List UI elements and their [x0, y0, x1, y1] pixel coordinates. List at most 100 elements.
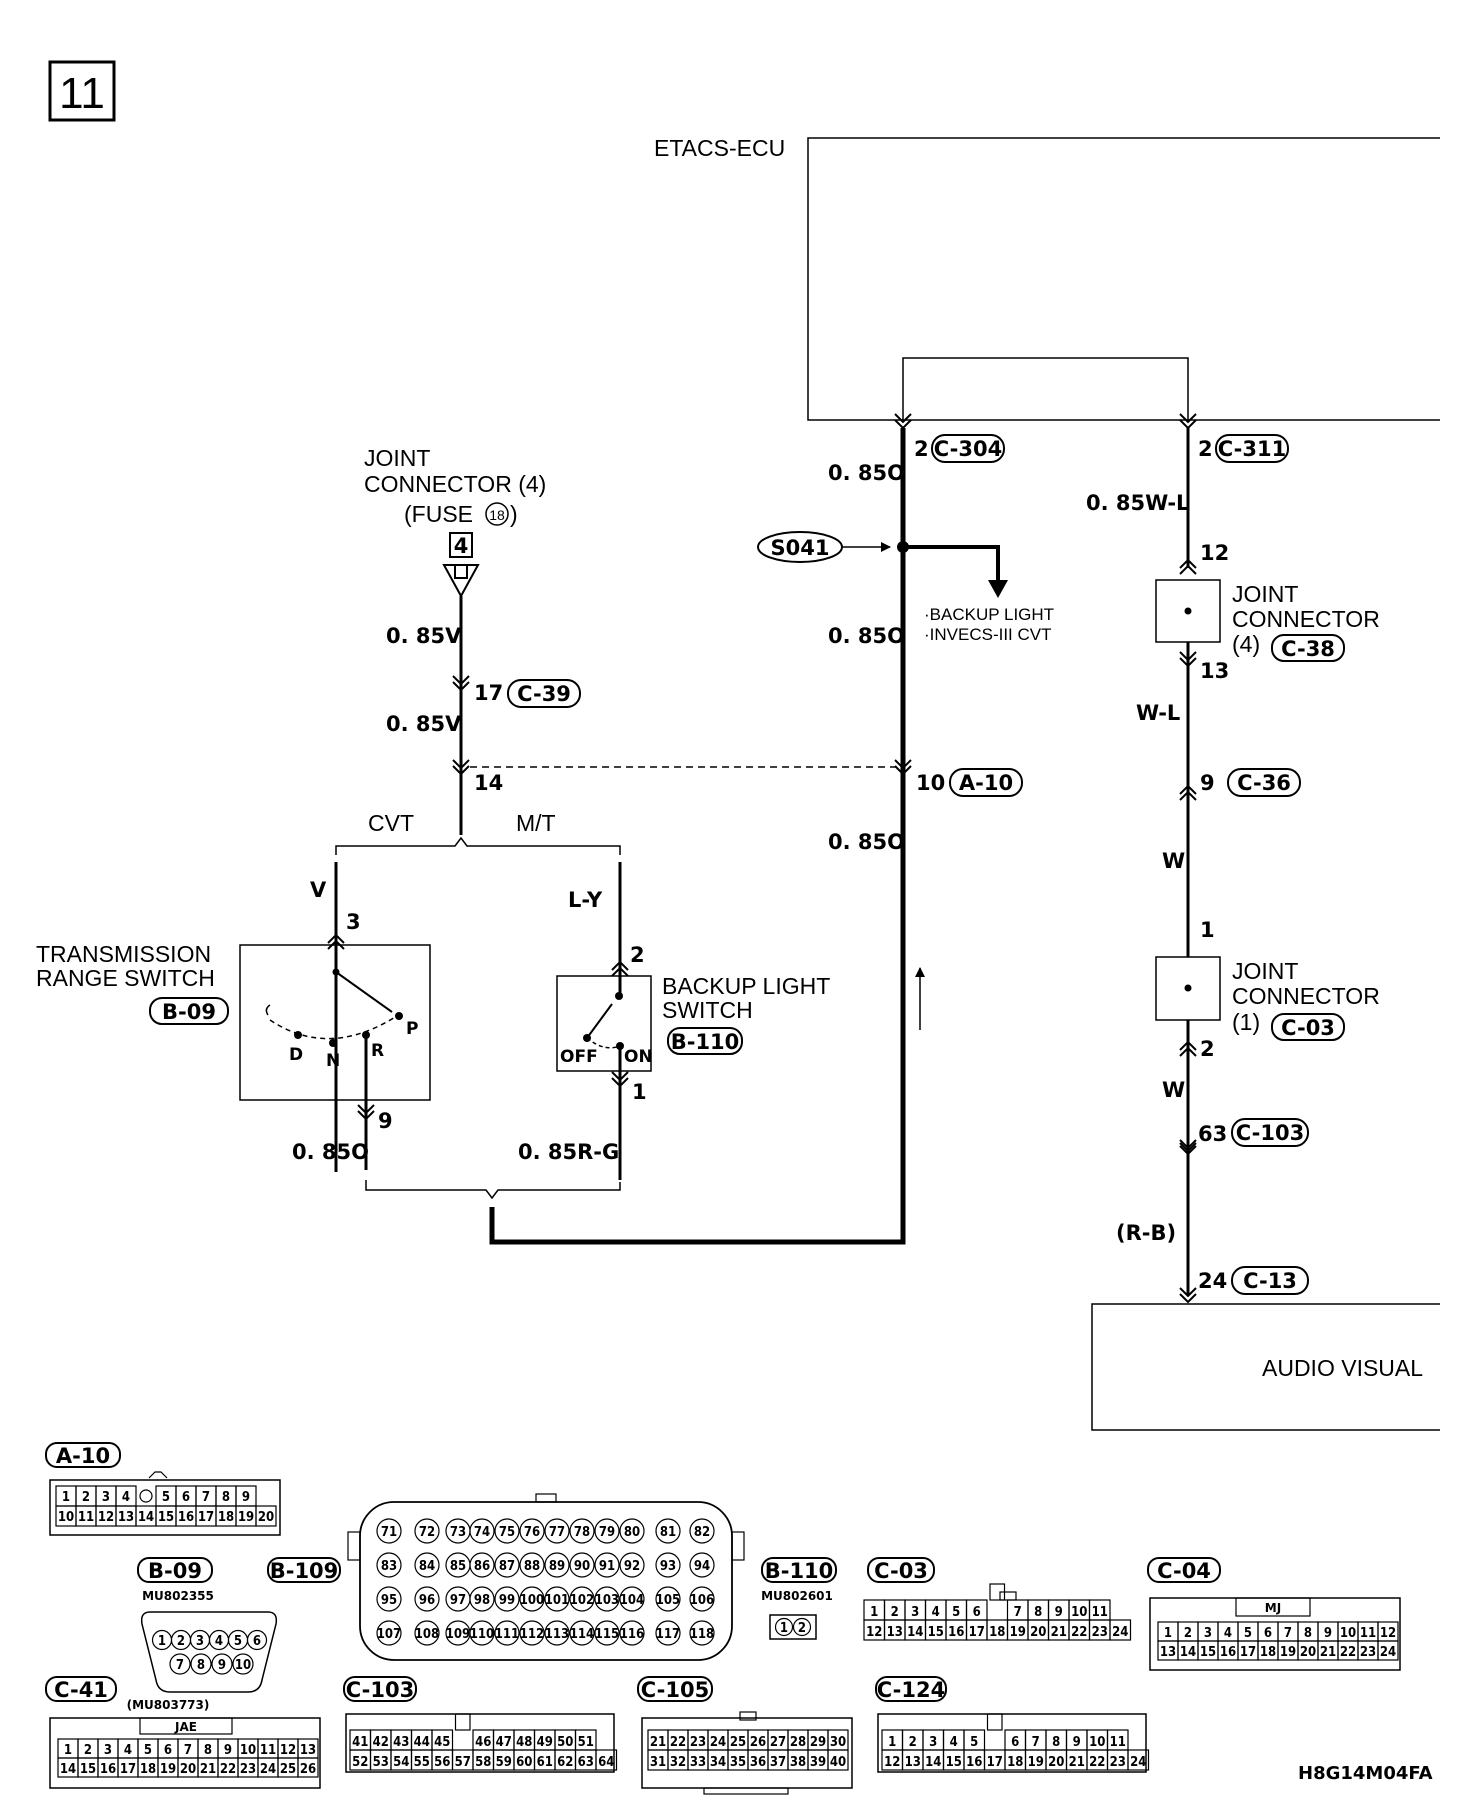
face-c04-label: C-04	[1147, 1557, 1221, 1583]
face-c41-grid-cell: 1	[64, 1743, 72, 1758]
face-c03-grid-cell: 11	[1092, 1605, 1108, 1620]
face-c105-grid-cell: 30	[830, 1735, 846, 1750]
face-c04-grid-cell: 17	[1240, 1645, 1256, 1660]
face-b109-pin: 91	[599, 1559, 615, 1574]
face-c03-grid-cell: 9	[1055, 1605, 1063, 1620]
face-c03-grid-cell: 6	[973, 1605, 981, 1620]
face-c41-part: (MU803773)	[127, 1698, 210, 1712]
trs-label-2: RANGE SWITCH	[36, 965, 215, 991]
face-c03-grid-cell: 21	[1051, 1625, 1067, 1640]
face-c105	[641, 1711, 853, 1795]
face-c103-grid-cell: 49	[537, 1735, 553, 1750]
face-b09-pin: 6	[253, 1634, 261, 1649]
face-c41-grid-cell: 13	[300, 1743, 316, 1758]
pin-a10: 10	[916, 771, 945, 795]
face-c124-grid-cell: 6	[1011, 1735, 1019, 1750]
joint-connector-c38: 12 13 JOINT CONNECTOR (4) C-38	[1155, 541, 1380, 683]
face-b09-pin: 5	[234, 1634, 242, 1649]
conn-c13-label: C-13	[1243, 1269, 1297, 1293]
face-c103-label: C-103	[343, 1676, 417, 1702]
splice-label: S041	[771, 536, 830, 560]
wire-label-trs: 0. 85O	[292, 1140, 369, 1164]
face-c124-grid-cell: 21	[1069, 1755, 1085, 1770]
face-c103-grid-cell: 52	[352, 1755, 368, 1770]
face-c04-tag: MJ	[1265, 1601, 1281, 1615]
wire-label-wl1: 0. 85W-L	[1086, 491, 1189, 515]
face-c124-grid-cell: 10	[1089, 1735, 1105, 1750]
face-c41-tag: JAE	[174, 1720, 197, 1734]
face-c103-grid-cell: 60	[516, 1755, 532, 1770]
cvt-label: CVT	[368, 810, 414, 836]
face-c124-grid-cell: 8	[1052, 1735, 1060, 1750]
face-c04-grid-cell: 2	[1184, 1626, 1192, 1641]
face-c04-grid-cell: 1	[1164, 1626, 1172, 1641]
face-b109-pin: 118	[690, 1627, 714, 1642]
conn-c36-label: C-36	[1237, 771, 1291, 795]
face-c03-grid-cell: 8	[1034, 1605, 1042, 1620]
face-c04-grid-cell: 4	[1224, 1626, 1232, 1641]
bls-wire-color: L-Y	[568, 888, 603, 912]
face-c105-grid-cell: 22	[670, 1735, 686, 1750]
face-c105-grid-cell: 24	[710, 1735, 726, 1750]
face-c41-grid-cell: 7	[184, 1743, 192, 1758]
transmission-range-switch: TRANSMISSION RANGE SWITCH B-09 D N R P V…	[36, 862, 431, 1172]
face-c04-grid-cell: 9	[1324, 1626, 1332, 1641]
face-b109-pin: 111	[495, 1627, 519, 1642]
face-a10-cell: 7	[202, 1490, 210, 1505]
face-c124-grid-cell: 20	[1048, 1755, 1064, 1770]
face-b109-pin: 89	[549, 1559, 565, 1574]
etacs-ecu-block: ETACS-ECU	[654, 135, 1440, 421]
face-c103-grid-cell: 47	[496, 1735, 512, 1750]
face-c41-grid-cell: 16	[100, 1762, 116, 1777]
face-c105-grid-cell: 25	[730, 1735, 746, 1750]
face-c03-grid-cell: 12	[866, 1625, 882, 1640]
face-a10-cell: 14	[138, 1510, 154, 1525]
face-b109-label-text: B-109	[270, 1559, 339, 1583]
jc-c38-line1: JOINT	[1232, 581, 1298, 607]
face-c03-grid-cell: 20	[1030, 1625, 1046, 1640]
face-b110-label-text: B-110	[765, 1559, 834, 1583]
jc-c03-line1: JOINT	[1232, 958, 1298, 984]
face-c03-grid-cell: 2	[891, 1605, 899, 1620]
wire-label-bls: 0. 85R-G	[518, 1140, 619, 1164]
face-a10-cell: 1	[62, 1490, 70, 1505]
face-c103-grid-cell: 43	[393, 1735, 409, 1750]
face-b09-pin: 1	[158, 1634, 166, 1649]
face-b09-pin: 7	[176, 1658, 184, 1673]
page-number-box: 11	[48, 60, 116, 122]
wire-label-1: 0. 85O	[828, 461, 905, 485]
face-c105-grid-cell: 31	[650, 1755, 666, 1770]
face-a10-cell: 19	[238, 1510, 254, 1525]
face-c124-grid-cell: 2	[909, 1735, 917, 1750]
jc-fuse-line3-close: )	[510, 501, 518, 527]
face-b09-pin: 10	[235, 1658, 251, 1673]
splice-note-1: ·BACKUP LIGHT	[924, 605, 1054, 624]
face-c41-grid-cell: 20	[180, 1762, 196, 1777]
face-c124-grid-cell: 22	[1089, 1755, 1105, 1770]
face-b109-pin: 73	[450, 1525, 466, 1540]
face-b109-pin: 75	[499, 1525, 515, 1540]
face-b109-pin: 86	[474, 1559, 490, 1574]
face-b109-pin: 78	[574, 1525, 590, 1540]
face-c105-grid-cell: 28	[790, 1735, 806, 1750]
face-a10-cell: 17	[198, 1510, 214, 1525]
face-b109-pin: 106	[690, 1593, 714, 1608]
face-c103-grid-cell: 53	[373, 1755, 389, 1770]
bls-label-2: SWITCH	[662, 997, 753, 1023]
face-c41-grid-cell: 6	[164, 1743, 172, 1758]
c39-chevrons	[452, 675, 470, 776]
trs-label-1: TRANSMISSION	[36, 941, 211, 967]
audio-visual-label: AUDIO VISUAL	[1262, 1355, 1423, 1381]
etacs-ecu-label: ETACS-ECU	[654, 135, 785, 161]
pin-c103: 63	[1198, 1122, 1227, 1146]
face-b109-pin: 108	[415, 1627, 439, 1642]
face-c04-grid-cell: 13	[1160, 1645, 1176, 1660]
face-c105-grid-cell: 26	[750, 1735, 766, 1750]
face-c124-grid-cell: 23	[1110, 1755, 1126, 1770]
face-c03-grid-cell: 15	[928, 1625, 944, 1640]
face-c04-grid-cell: 3	[1204, 1626, 1212, 1641]
jc-c38-conn: C-38	[1281, 637, 1335, 661]
